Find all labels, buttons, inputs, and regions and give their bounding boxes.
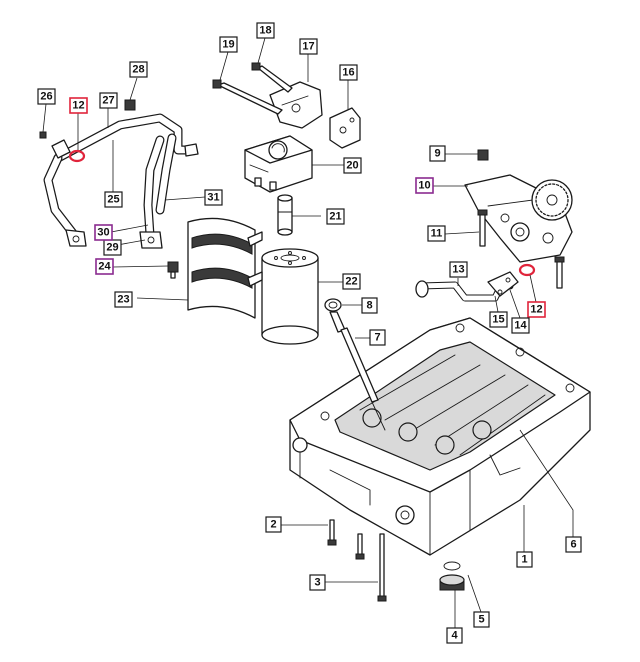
svg-text:28: 28 <box>132 64 144 76</box>
svg-text:26: 26 <box>40 91 52 103</box>
callout-26[interactable]: 26 <box>37 88 56 105</box>
callout-13[interactable]: 13 <box>449 261 468 278</box>
callout-10[interactable]: 10 <box>415 177 434 194</box>
callout-15[interactable]: 15 <box>489 311 508 328</box>
mounting-bracket <box>212 62 361 149</box>
small-bolts <box>39 99 179 279</box>
svg-text:19: 19 <box>222 39 234 51</box>
callout-30[interactable]: 30 <box>94 224 113 241</box>
callout-labels: 1 2 3 4 5 6 7 8 9 10 11 12 12 13 14 15 1… <box>37 22 582 644</box>
callout-17[interactable]: 17 <box>299 38 318 55</box>
callout-29[interactable]: 29 <box>103 239 122 256</box>
svg-text:11: 11 <box>431 228 443 240</box>
callout-14[interactable]: 14 <box>511 317 530 334</box>
svg-text:3: 3 <box>314 577 320 589</box>
svg-text:31: 31 <box>207 192 219 204</box>
callout-6[interactable]: 6 <box>565 536 582 553</box>
callout-25[interactable]: 25 <box>104 191 123 208</box>
callout-27[interactable]: 27 <box>99 92 118 109</box>
callout-28[interactable]: 28 <box>129 61 148 78</box>
callout-5[interactable]: 5 <box>473 611 490 628</box>
svg-text:10: 10 <box>418 180 430 192</box>
svg-text:8: 8 <box>366 300 372 312</box>
svg-text:25: 25 <box>107 194 119 206</box>
dipstick <box>324 298 386 431</box>
callout-9[interactable]: 9 <box>429 145 446 162</box>
heat-shield <box>187 217 263 319</box>
filter-housing <box>277 194 293 236</box>
callout-22[interactable]: 22 <box>342 273 361 290</box>
svg-text:2: 2 <box>270 519 276 531</box>
svg-text:14: 14 <box>514 320 527 332</box>
callout-19[interactable]: 19 <box>219 36 238 53</box>
svg-text:27: 27 <box>102 95 114 107</box>
callout-21[interactable]: 21 <box>326 208 345 225</box>
svg-text:30: 30 <box>97 227 109 239</box>
callout-23[interactable]: 23 <box>114 291 133 308</box>
svg-text:12: 12 <box>72 100 84 112</box>
callout-12-left[interactable]: 12 <box>69 97 88 114</box>
oil-cooler <box>244 135 313 193</box>
svg-text:21: 21 <box>329 211 341 223</box>
svg-text:24: 24 <box>98 261 111 273</box>
svg-text:18: 18 <box>259 25 271 37</box>
oil-pan <box>289 317 591 556</box>
leader-lines <box>42 37 574 628</box>
pan-bolts <box>327 519 387 602</box>
svg-text:6: 6 <box>570 539 576 551</box>
svg-text:4: 4 <box>451 630 458 642</box>
svg-text:7: 7 <box>374 332 380 344</box>
drain-plug <box>439 561 465 591</box>
svg-text:9: 9 <box>434 148 440 160</box>
oil-lines <box>43 113 199 249</box>
oil-filter <box>261 248 319 345</box>
svg-text:29: 29 <box>106 242 118 254</box>
oil-pickup-tube <box>415 263 536 302</box>
callout-7[interactable]: 7 <box>369 329 386 346</box>
svg-text:17: 17 <box>302 41 314 53</box>
svg-text:5: 5 <box>478 614 484 626</box>
svg-text:1: 1 <box>521 554 527 566</box>
callout-8[interactable]: 8 <box>361 297 378 314</box>
oil-pump <box>464 149 573 289</box>
svg-text:23: 23 <box>117 294 129 306</box>
callout-12-right[interactable]: 12 <box>527 301 546 318</box>
callout-16[interactable]: 16 <box>339 64 358 81</box>
svg-text:13: 13 <box>452 264 464 276</box>
callout-2[interactable]: 2 <box>265 516 282 533</box>
svg-text:12: 12 <box>530 304 542 316</box>
callout-20[interactable]: 20 <box>343 157 362 174</box>
callout-11[interactable]: 11 <box>427 225 446 242</box>
svg-text:22: 22 <box>345 276 357 288</box>
callout-4[interactable]: 4 <box>446 627 463 644</box>
callout-3[interactable]: 3 <box>309 574 326 591</box>
callout-24[interactable]: 24 <box>95 258 114 275</box>
callout-1[interactable]: 1 <box>516 551 533 568</box>
svg-text:15: 15 <box>492 314 504 326</box>
callout-31[interactable]: 31 <box>204 189 223 206</box>
svg-text:20: 20 <box>346 160 358 172</box>
svg-text:16: 16 <box>342 67 354 79</box>
callout-18[interactable]: 18 <box>256 22 275 39</box>
